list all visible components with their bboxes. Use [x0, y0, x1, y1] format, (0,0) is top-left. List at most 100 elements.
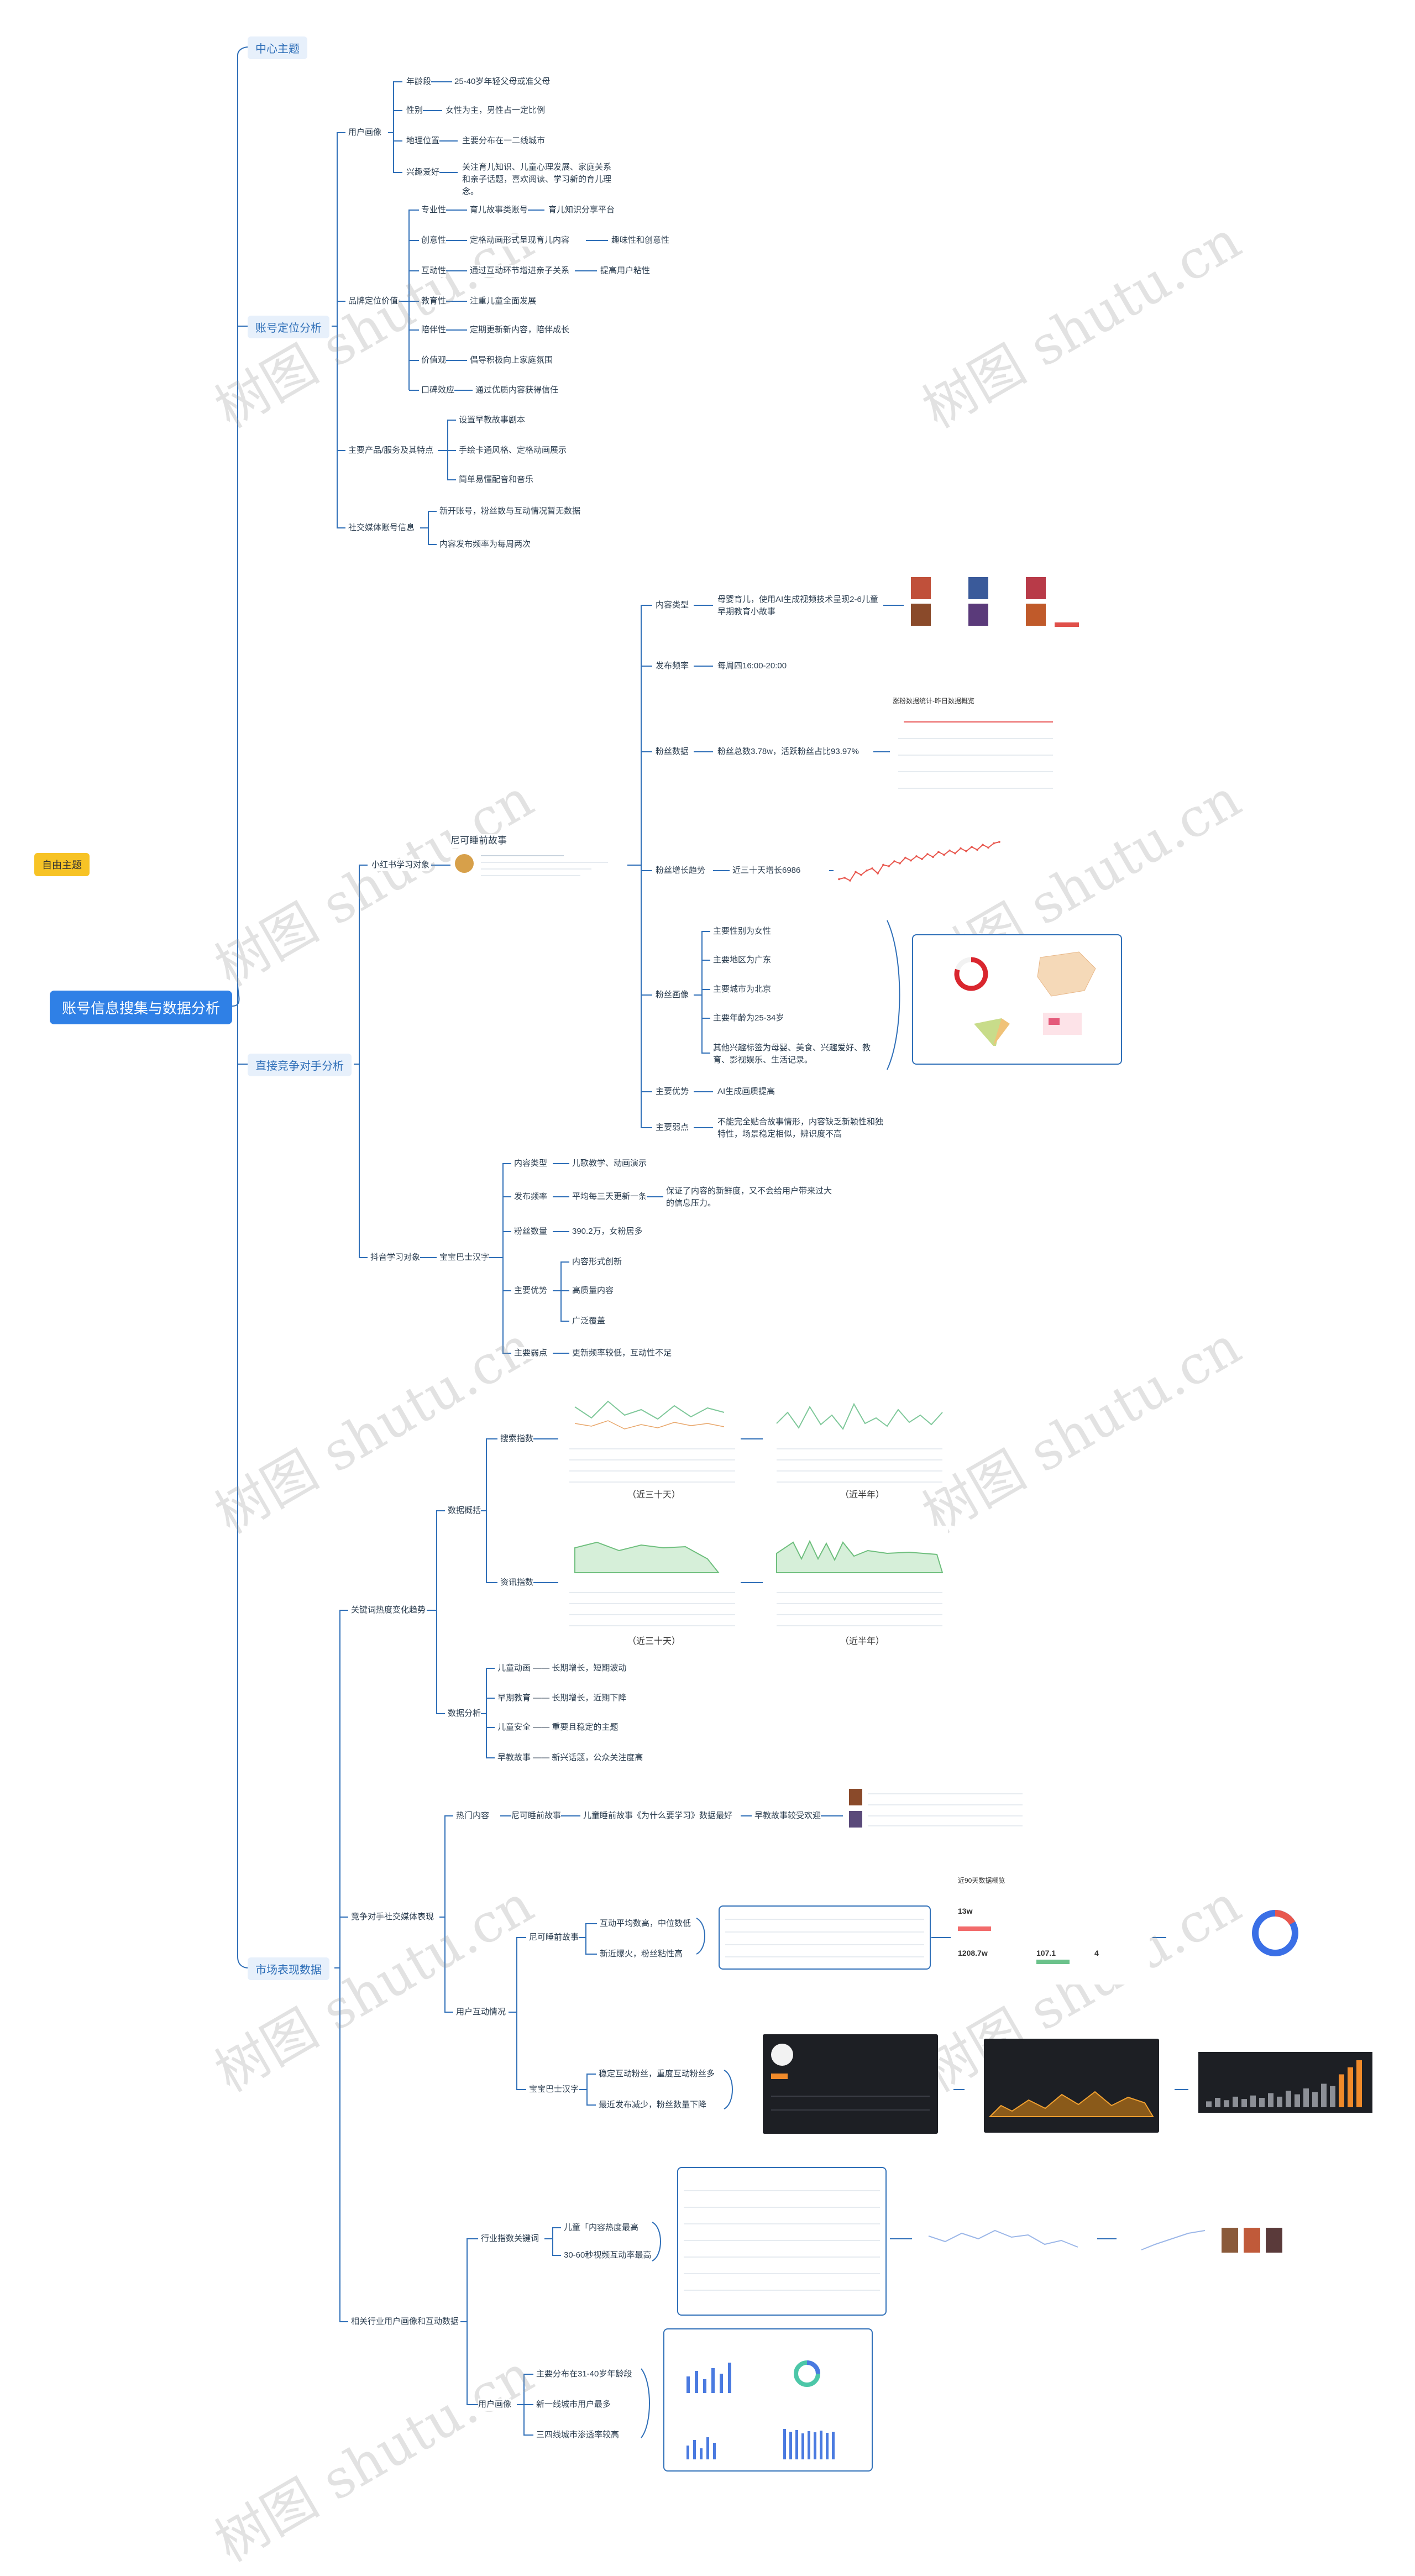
- douyin-weakness-key[interactable]: 主要弱点: [514, 1347, 548, 1359]
- root-topic-node[interactable]: 账号信息搜集与数据分析: [50, 991, 233, 1024]
- hot-content-account[interactable]: 尼可睡前故事: [511, 1810, 562, 1822]
- industry-user-item[interactable]: 主要分布在31-40岁年龄段: [536, 2368, 632, 2380]
- xhs-growth-value[interactable]: 近三十天增长6986: [732, 865, 801, 877]
- age-key[interactable]: 年龄段: [406, 76, 432, 88]
- hot-content-value[interactable]: 儿童睡前故事《为什么要学习》数据最好: [583, 1810, 733, 1822]
- xhs-growth-key[interactable]: 粉丝增长趋势: [656, 865, 706, 877]
- xhs-portrait-key[interactable]: 粉丝画像: [656, 989, 689, 1001]
- section-account-positioning[interactable]: 账号定位分析: [248, 316, 329, 338]
- douyin-advantage-key[interactable]: 主要优势: [514, 1285, 548, 1297]
- xhs-content-value[interactable]: 母婴育儿，使用AI生成视频技术呈现2-6儿童早期教育小故事: [717, 594, 883, 618]
- user-interaction-node[interactable]: 用户互动情况: [456, 2006, 506, 2018]
- keyword-trend-node[interactable]: 关键词热度变化趋势: [351, 1604, 426, 1616]
- user-profile-node[interactable]: 用户画像: [348, 127, 382, 139]
- industry-user-item[interactable]: 新一线城市用户最多: [536, 2399, 611, 2411]
- xhs-advantage-key[interactable]: 主要优势: [656, 1086, 689, 1098]
- xhs-fans-key[interactable]: 粉丝数据: [656, 746, 689, 758]
- xhs-freq-value[interactable]: 每周四16:00-20:00: [717, 660, 787, 672]
- douyin-content-key[interactable]: 内容类型: [514, 1158, 548, 1170]
- competitor-social-node[interactable]: 竞争对手社交媒体表现: [351, 1911, 434, 1923]
- xhs-content-key[interactable]: 内容类型: [656, 599, 689, 611]
- douyin-target-node[interactable]: 抖音学习对象: [370, 1252, 421, 1264]
- xhs-weakness-key[interactable]: 主要弱点: [656, 1122, 689, 1134]
- company-key[interactable]: 陪伴性: [421, 324, 447, 336]
- reputation-value[interactable]: 通过优质内容获得信任: [475, 384, 559, 396]
- xhs-target-node[interactable]: 小红书学习对象: [371, 859, 430, 871]
- analysis-item[interactable]: 早期教育 —— 长期增长，近期下降: [497, 1692, 627, 1704]
- section-competitor-analysis[interactable]: 直接竞争对手分析: [248, 1054, 352, 1076]
- niko-interaction-item[interactable]: 新近爆火，粉丝粘性高: [600, 1948, 683, 1960]
- creative-key[interactable]: 创意性: [421, 234, 447, 247]
- creative-value[interactable]: 定格动画形式呈现育儿内容: [470, 234, 570, 247]
- analysis-item[interactable]: 儿童动画 —— 长期增长，短期波动: [497, 1662, 627, 1674]
- xhs-freq-key[interactable]: 发布频率: [656, 660, 689, 672]
- index-item[interactable]: 儿童「内容热度最高: [564, 2222, 639, 2234]
- brand-value-node[interactable]: 品牌定位价值: [348, 295, 399, 307]
- interest-key[interactable]: 兴趣爱好: [406, 166, 440, 179]
- interact-key[interactable]: 互动性: [421, 265, 447, 277]
- bus-interaction-item[interactable]: 最近发布减少，粉丝数量下降: [599, 2099, 707, 2111]
- bus-interaction-item[interactable]: 稳定互动粉丝，重度互动粉丝多: [599, 2068, 715, 2080]
- douyin-fans-value[interactable]: 390.2万，女粉居多: [572, 1226, 643, 1238]
- xhs-advantage-value[interactable]: AI生成画质提高: [717, 1086, 775, 1098]
- social-item[interactable]: 内容发布频率为每周两次: [439, 538, 531, 551]
- news-index-node[interactable]: 资讯指数: [500, 1577, 534, 1589]
- gender-key[interactable]: 性别: [406, 104, 423, 117]
- douyin-freq-value[interactable]: 平均每三天更新一条: [572, 1191, 647, 1203]
- region-value[interactable]: 主要分布在一二线城市: [462, 135, 546, 147]
- portrait-item[interactable]: 主要地区为广东: [713, 954, 772, 966]
- values-value[interactable]: 倡导积极向上家庭氛围: [470, 354, 553, 366]
- free-topic-node[interactable]: 自由主题: [34, 853, 90, 876]
- interact-value[interactable]: 通过互动环节增进亲子关系: [470, 265, 570, 277]
- industry-index-node[interactable]: 行业指数关键词: [481, 2233, 539, 2245]
- xhs-fans-value[interactable]: 粉丝总数3.78w，活跃粉丝占比93.97%: [717, 746, 859, 758]
- douyin-advantage-item[interactable]: 高质量内容: [572, 1285, 614, 1297]
- portrait-item[interactable]: 其他兴趣标签为母婴、美食、兴趣爱好、教育、影视娱乐、生活记录。: [713, 1042, 884, 1066]
- pro-key[interactable]: 专业性: [421, 204, 447, 216]
- douyin-freq-key[interactable]: 发布频率: [514, 1191, 548, 1203]
- data-overview-node[interactable]: 数据概括: [448, 1505, 481, 1517]
- hot-content-value-2[interactable]: 早教故事较受欢迎: [754, 1810, 821, 1822]
- douyin-content-value[interactable]: 儿歌教学、动画演示: [572, 1158, 647, 1170]
- social-account-node[interactable]: 社交媒体账号信息: [348, 522, 415, 534]
- xhs-account-name[interactable]: 尼可睡前故事: [450, 834, 507, 848]
- industry-node[interactable]: 相关行业用户画像和互动数据: [351, 2316, 459, 2328]
- company-value[interactable]: 定期更新新内容，陪伴成长: [470, 324, 570, 336]
- product-item[interactable]: 简单易懂配音和音乐: [459, 474, 534, 486]
- pro-value-2[interactable]: 育儿知识分享平台: [548, 204, 615, 216]
- douyin-advantage-item[interactable]: 广泛覆盖: [572, 1315, 606, 1327]
- niko-interaction-item[interactable]: 互动平均数高，中位数低: [600, 1918, 691, 1930]
- section-market-data[interactable]: 市场表现数据: [248, 1957, 329, 1980]
- portrait-item[interactable]: 主要年龄为25-34岁: [713, 1012, 784, 1024]
- data-analysis-node[interactable]: 数据分析: [448, 1708, 481, 1720]
- reputation-key[interactable]: 口碑效应: [421, 384, 455, 396]
- hot-content-key[interactable]: 热门内容: [456, 1810, 490, 1822]
- edu-key[interactable]: 教育性: [421, 295, 447, 307]
- search-index-node[interactable]: 搜索指数: [500, 1433, 534, 1445]
- interest-value[interactable]: 关注育儿知识、儿童心理发展、家庭关系和亲子话题，喜欢阅读、学习新的育儿理念。: [462, 161, 611, 198]
- portrait-item[interactable]: 主要性别为女性: [713, 925, 772, 938]
- douyin-fans-key[interactable]: 粉丝数量: [514, 1226, 548, 1238]
- product-item[interactable]: 设置早教故事剧本: [459, 414, 526, 426]
- niko-account-node[interactable]: 尼可睡前故事: [529, 1931, 579, 1944]
- pro-value[interactable]: 育儿故事类账号: [470, 204, 528, 216]
- products-node[interactable]: 主要产品/服务及其特点: [348, 444, 434, 457]
- social-item[interactable]: 新开账号，粉丝数与互动情况暂无数据: [439, 505, 581, 517]
- creative-value-2[interactable]: 趣味性和创意性: [611, 234, 670, 247]
- age-value[interactable]: 25-40岁年轻父母或准父母: [454, 76, 551, 88]
- values-key[interactable]: 价值观: [421, 354, 447, 366]
- portrait-item[interactable]: 主要城市为北京: [713, 983, 772, 996]
- product-item[interactable]: 手绘卡通风格、定格动画展示: [459, 444, 567, 457]
- douyin-advantage-item[interactable]: 内容形式创新: [572, 1256, 622, 1268]
- analysis-item[interactable]: 早教故事 —— 新兴话题，公众关注度高: [497, 1752, 643, 1764]
- index-item[interactable]: 30-60秒视频互动率最高: [564, 2249, 652, 2261]
- edu-value[interactable]: 注重儿童全面发展: [470, 295, 537, 307]
- region-key[interactable]: 地理位置: [406, 135, 440, 147]
- douyin-freq-value-2[interactable]: 保证了内容的新鲜度，又不会给用户带来过大的信息压力。: [666, 1185, 837, 1210]
- gender-value[interactable]: 女性为主，男性占一定比例: [446, 104, 546, 117]
- xhs-weakness-value[interactable]: 不能完全贴合故事情形，内容缺乏新颖性和独特性，场景稳定相似，辨识度不高: [717, 1116, 889, 1140]
- douyin-account-name[interactable]: 宝宝巴士汉字: [439, 1252, 490, 1264]
- bus-account-node[interactable]: 宝宝巴士汉字: [529, 2083, 579, 2096]
- douyin-weakness-value[interactable]: 更新频率较低，互动性不足: [572, 1347, 672, 1359]
- industry-user-item[interactable]: 三四线城市渗透率较高: [536, 2429, 620, 2441]
